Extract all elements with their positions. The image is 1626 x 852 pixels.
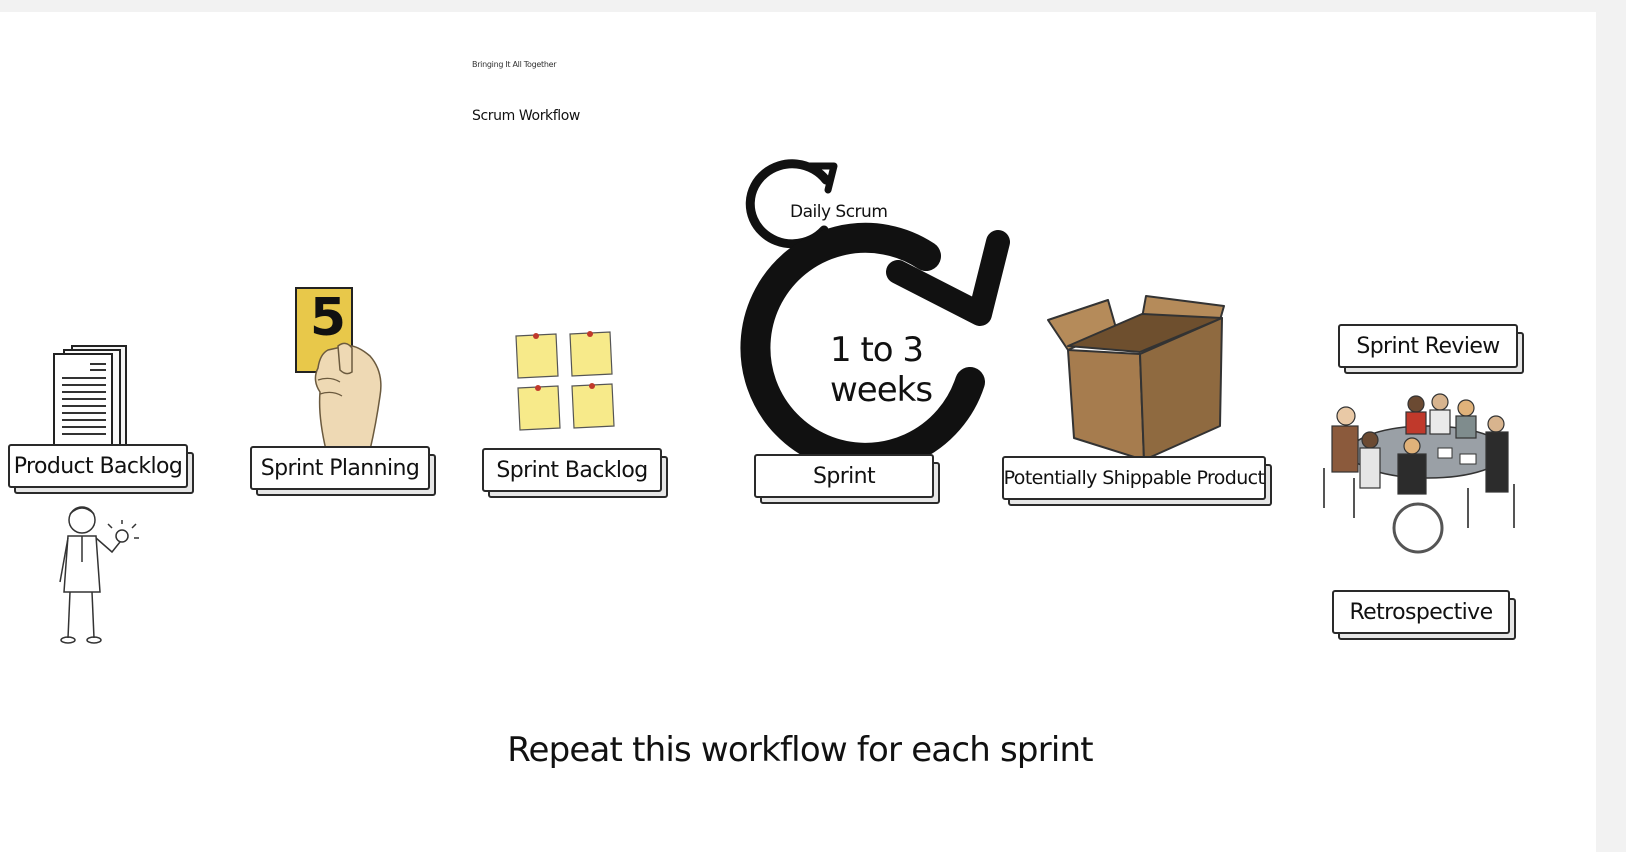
documents-icon — [53, 345, 127, 451]
sprint-review-text: Sprint Review — [1338, 324, 1518, 368]
sticky-notes-icon — [515, 331, 615, 431]
scrum-workflow-slide: Bringing It All Together Scrum Workflow … — [0, 12, 1596, 852]
sprint-text: Sprint — [754, 454, 934, 498]
sprint-label: Sprint — [754, 454, 940, 504]
daily-scrum-label: Daily Scrum — [790, 202, 888, 222]
retrospective-text: Retrospective — [1332, 590, 1510, 634]
sprint-backlog-label: Sprint Backlog — [482, 448, 668, 498]
businessman-idea-icon — [59, 506, 139, 644]
repeat-workflow-caption: Repeat this workflow for each sprint — [507, 730, 1093, 770]
potentially-shippable-product-text: Potentially Shippable Product — [1002, 456, 1266, 500]
potentially-shippable-product-label: Potentially Shippable Product — [1002, 456, 1272, 506]
cycle-duration-label: 1 to 3 weeks — [830, 330, 933, 410]
hand-holding-card-icon — [295, 287, 382, 451]
product-backlog-label: Product Backlog — [8, 444, 194, 494]
sprint-backlog-text: Sprint Backlog — [482, 448, 662, 492]
retrospective-label: Retrospective — [1332, 590, 1516, 640]
sprint-cycle-arrow-icon — [740, 222, 1010, 473]
slide-subtitle: Scrum Workflow — [472, 108, 580, 124]
planning-card-number: 5 — [309, 288, 347, 348]
team-meeting-icon — [1323, 393, 1515, 554]
product-backlog-text: Product Backlog — [8, 444, 188, 488]
sprint-planning-text: Sprint Planning — [250, 446, 430, 490]
section-title: Bringing It All Together — [472, 60, 557, 69]
sprint-planning-label: Sprint Planning — [250, 446, 436, 496]
sprint-review-label: Sprint Review — [1338, 324, 1524, 374]
open-box-icon — [1047, 295, 1225, 461]
